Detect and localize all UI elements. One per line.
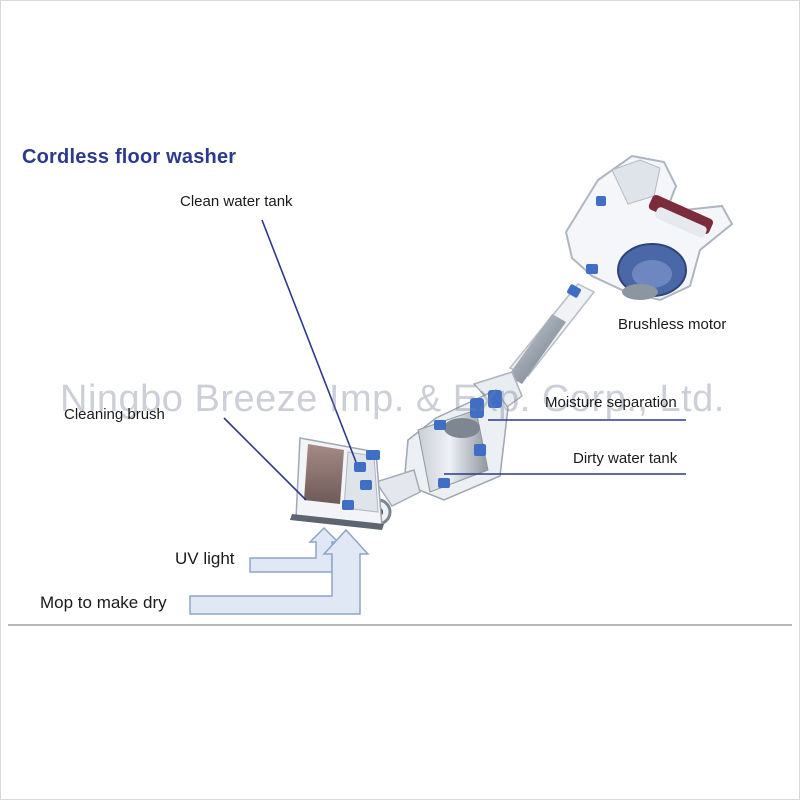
motor-unit [564, 154, 734, 302]
mop-dry-arrow [189, 528, 370, 615]
tank-assembly [403, 371, 523, 501]
label-uv-light: UV light [175, 549, 235, 568]
label-brushless-motor: Brushless motor [618, 316, 727, 333]
label-cleaning-brush: Cleaning brush [64, 406, 165, 423]
label-clean-water-tank: Clean water tank [180, 193, 293, 210]
leader-lines [223, 219, 686, 501]
leader-cleaning-brush [223, 417, 307, 501]
floor-head [290, 437, 384, 530]
label-dirty-water-tank: Dirty water tank [573, 450, 678, 467]
watermark-text: Ningbo Breeze Imp. & Exp. Corp., Ltd. [60, 378, 725, 420]
floor-line [8, 624, 792, 626]
extension-tube [508, 283, 596, 384]
swivel-neck [374, 469, 421, 507]
label-mop-to-make-dry: Mop to make dry [40, 593, 167, 612]
label-moisture-separation: Moisture separation [545, 394, 677, 411]
uv-light-arrow [249, 526, 340, 573]
leader-clean-water-tank [261, 219, 357, 463]
diagram-title: Cordless floor washer [22, 146, 237, 168]
